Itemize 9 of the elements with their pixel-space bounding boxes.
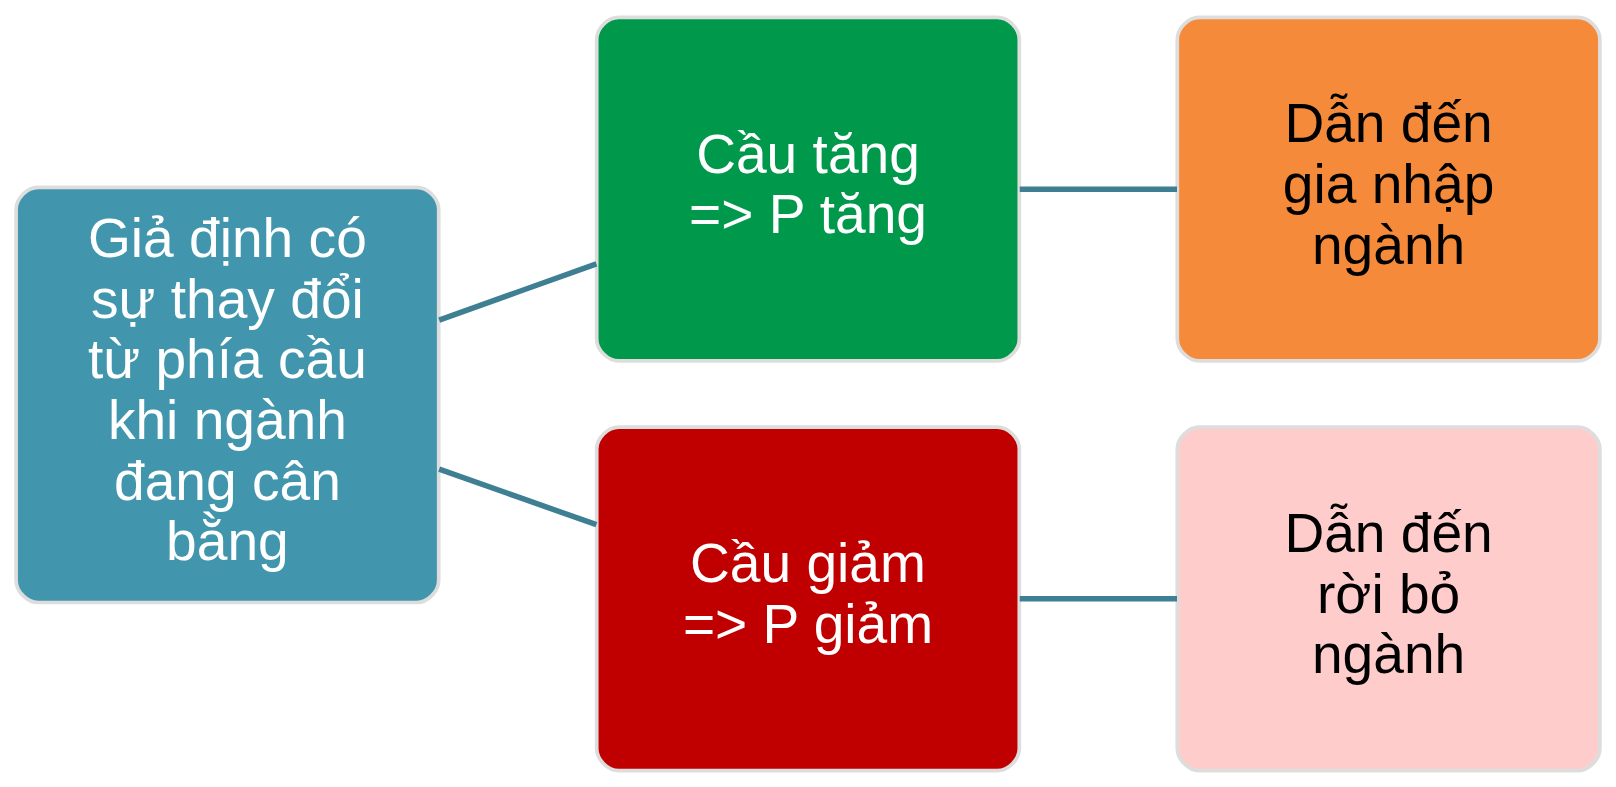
node-box: Dẫn đến rời bỏ ngành [1175, 424, 1602, 772]
connector [1019, 185, 1177, 192]
connector [1019, 595, 1177, 602]
connector [438, 466, 598, 527]
node-box: Dẫn đến gia nhập ngành [1175, 15, 1602, 363]
connector [438, 260, 598, 323]
node-box: Cầu tăng => P tăng [594, 15, 1022, 363]
node-box: Giả định có sự thay đổi từ phía cầu khi ngành đang cân bằng [14, 184, 441, 604]
node-box: Cầu giảm => P giảm [594, 424, 1022, 772]
